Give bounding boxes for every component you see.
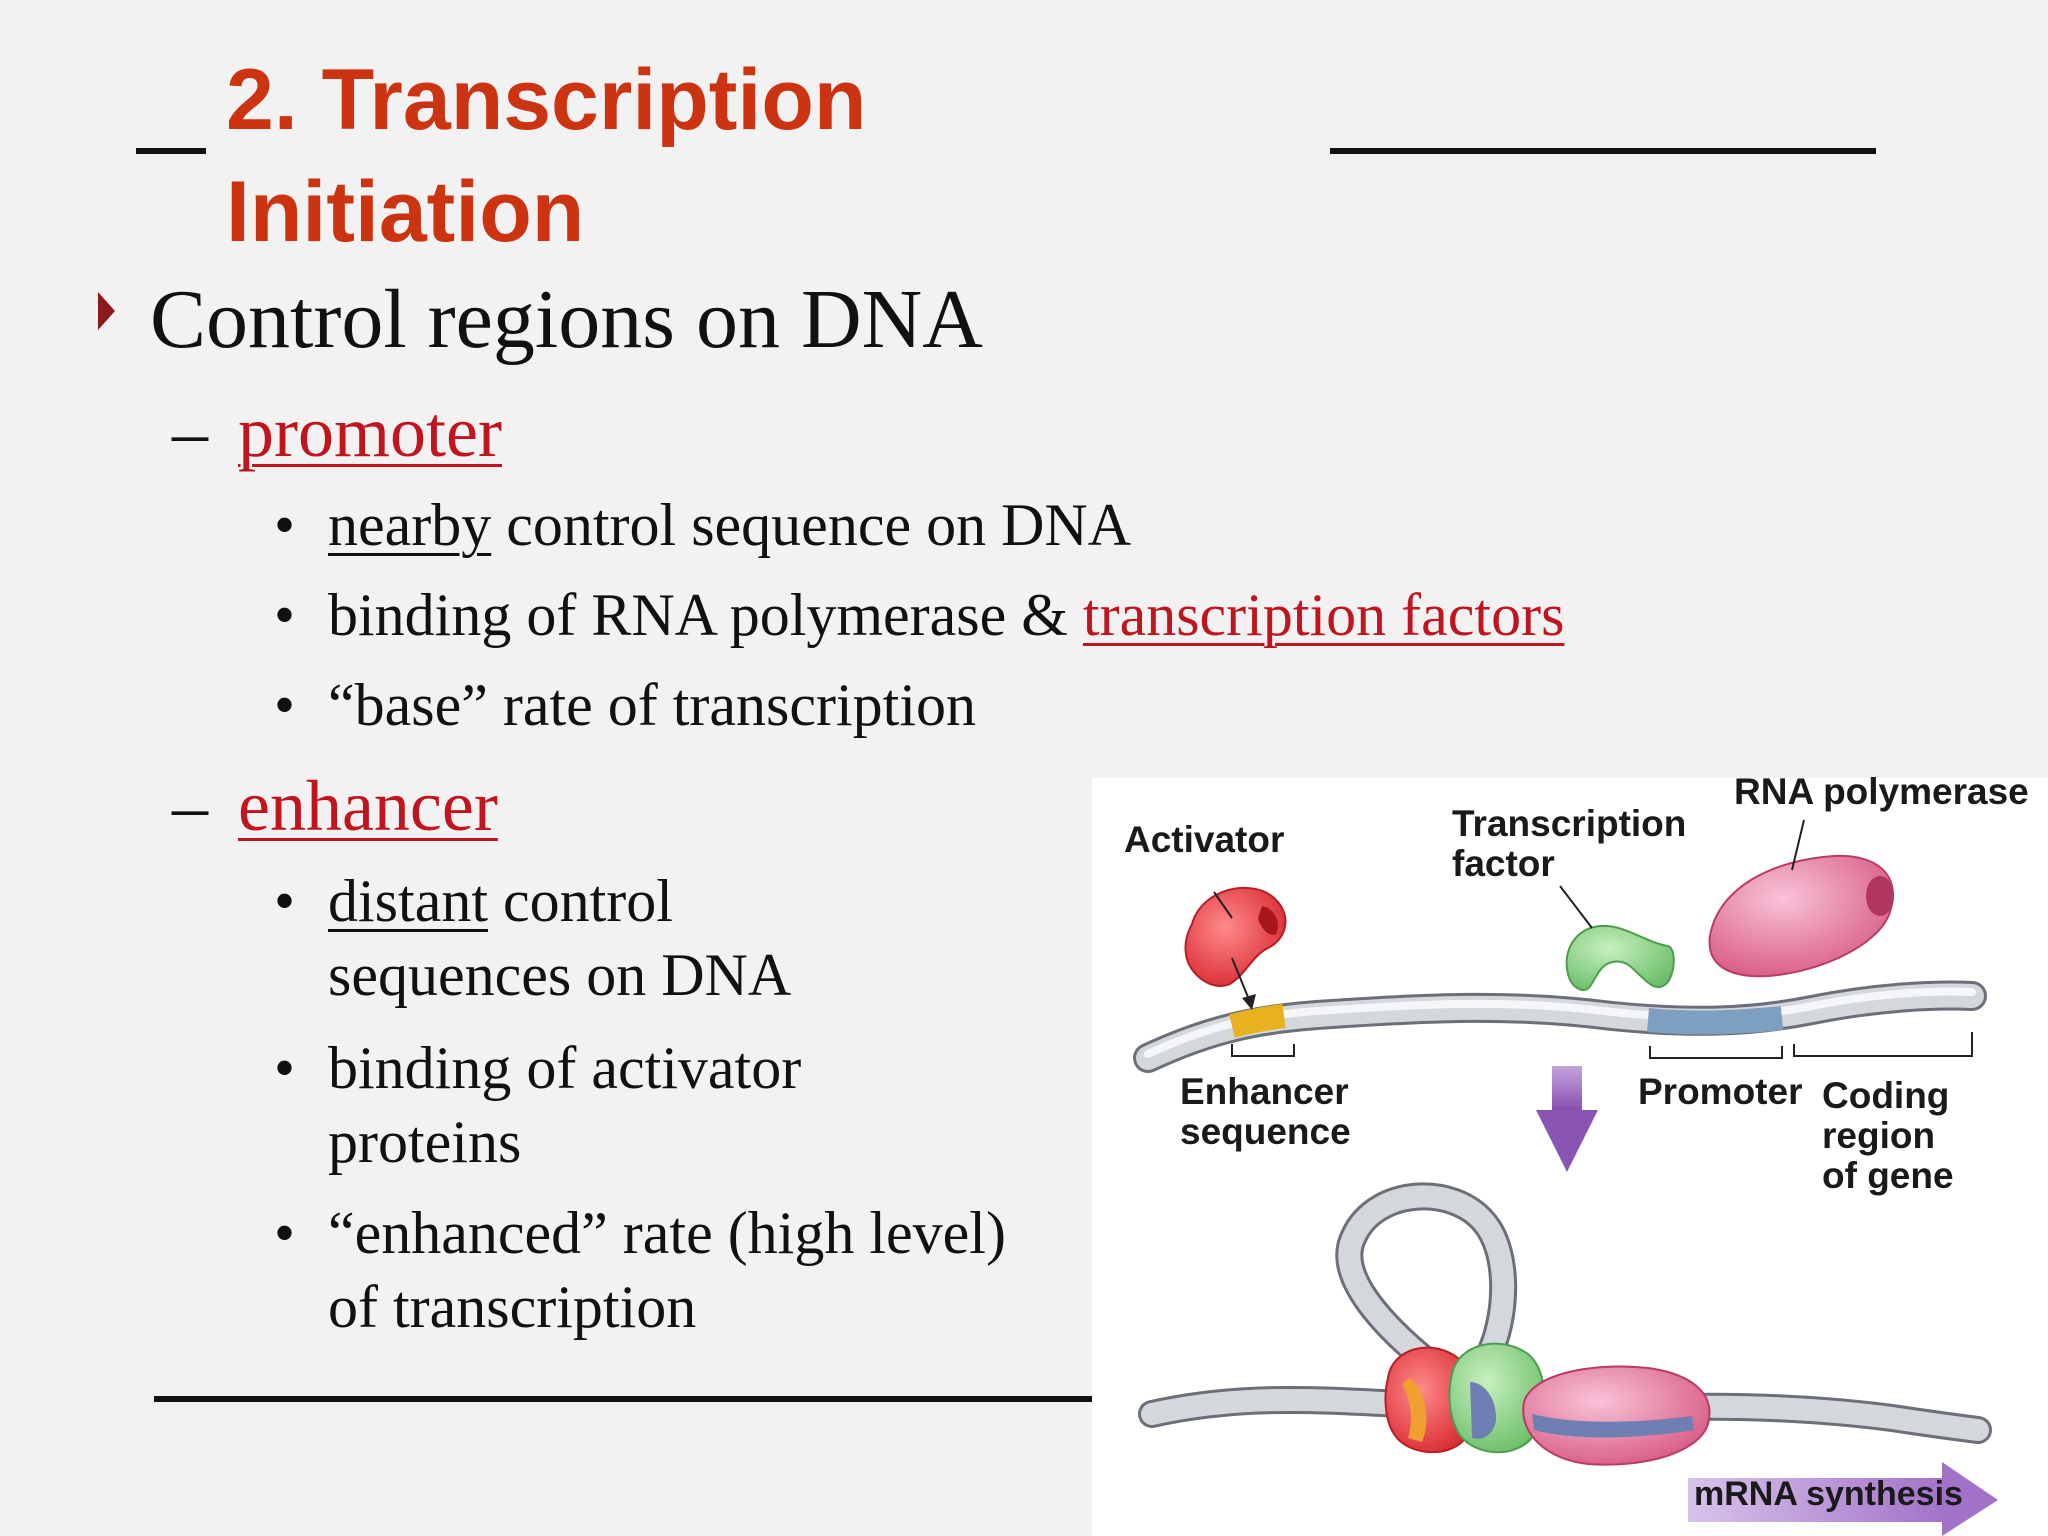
title-rule-right: [1330, 148, 1876, 154]
item-text: binding of activator proteins: [328, 1031, 801, 1179]
rna-pol-pointer: [1791, 819, 1805, 871]
activator-label: Activator: [1124, 819, 1285, 860]
tf-pointer: [1559, 885, 1593, 929]
promoter-band: [1646, 1006, 1784, 1035]
mrna-arrow-icon: [1688, 1462, 1998, 1536]
dot-marker: •: [274, 868, 296, 934]
item-text: “enhanced” rate (high level) of transcrip…: [328, 1196, 1006, 1344]
tf-label-line1: Transcription: [1452, 803, 1687, 844]
activator-arrow: [1231, 957, 1256, 1010]
enhancer-bracket: [1231, 1044, 1295, 1057]
distant-word: distant: [328, 868, 488, 934]
item-text: distant control sequences on DNA: [328, 864, 791, 1012]
enhancer-link[interactable]: enhancer: [238, 766, 498, 846]
bullet-text: Control regions on DNA: [150, 273, 983, 366]
binding-text: binding of RNA polymerase &: [328, 582, 1083, 648]
coding-label-line2: region: [1822, 1115, 1936, 1156]
dash-marker: –: [172, 766, 208, 846]
nearby-word: nearby: [328, 492, 492, 558]
distant-rest-line2: sequences on DNA: [328, 942, 792, 1008]
dot-marker: •: [274, 672, 296, 738]
dot-marker: •: [274, 492, 296, 558]
item-text: nearby control sequence on DNA: [328, 488, 1131, 562]
enhancer-label-line2: sequence: [1180, 1111, 1351, 1152]
coding-bracket: [1793, 1032, 1973, 1057]
enhancer-sequence-band: [1229, 1004, 1286, 1038]
nearby-rest: control sequence on DNA: [491, 492, 1132, 558]
base-rate-text: “base” rate of transcription: [328, 672, 977, 738]
dot-marker: •: [274, 1200, 296, 1266]
coding-label-line1: Coding: [1822, 1075, 1950, 1116]
rna-polymerase-protein: [1708, 854, 1894, 978]
enhancer-label-line1: Enhancer: [1180, 1071, 1349, 1112]
down-arrow-icon: [1536, 1066, 1598, 1172]
activator-protein: [1184, 886, 1287, 987]
rna-polymerase-label: RNA polymerase: [1734, 771, 2029, 812]
enhanced-line1: “enhanced” rate (high level): [328, 1200, 1006, 1266]
dash-marker: –: [172, 392, 208, 472]
transcription-factor-protein: [1565, 924, 1675, 992]
activator-line2: proteins: [328, 1109, 522, 1175]
slide-title: 2. Transcription Initiation: [226, 52, 867, 260]
rna-pol-bound: [1522, 1365, 1711, 1466]
promoter-label: Promoter: [1638, 1071, 1803, 1112]
promoter-link[interactable]: promoter: [238, 392, 502, 472]
dot-marker: •: [274, 582, 296, 648]
enhancer-loop-figure: Activator Transcription factor RNA polym…: [1092, 772, 2048, 1536]
distant-rest: control: [488, 868, 673, 934]
mrna-synthesis-label: mRNA synthesis: [1694, 1475, 1963, 1513]
coding-label-line3: of gene: [1822, 1155, 1954, 1196]
triangle-bullet-icon: [98, 292, 115, 330]
dot-marker: •: [274, 1035, 296, 1101]
enhanced-line2: of transcription: [328, 1274, 697, 1340]
item-text: binding of RNA polymerase & transcriptio…: [328, 578, 1564, 652]
promoter-bracket: [1649, 1046, 1783, 1059]
bottom-rule: [154, 1396, 1104, 1402]
title-rule-left: [136, 148, 206, 154]
activator-line1: binding of activator: [328, 1035, 802, 1101]
activator-pointer: [1213, 891, 1233, 919]
figure-drawing: [1133, 819, 1998, 1536]
tf-label-line2: factor: [1452, 843, 1555, 884]
transcription-factors-link[interactable]: transcription factors: [1082, 582, 1565, 648]
